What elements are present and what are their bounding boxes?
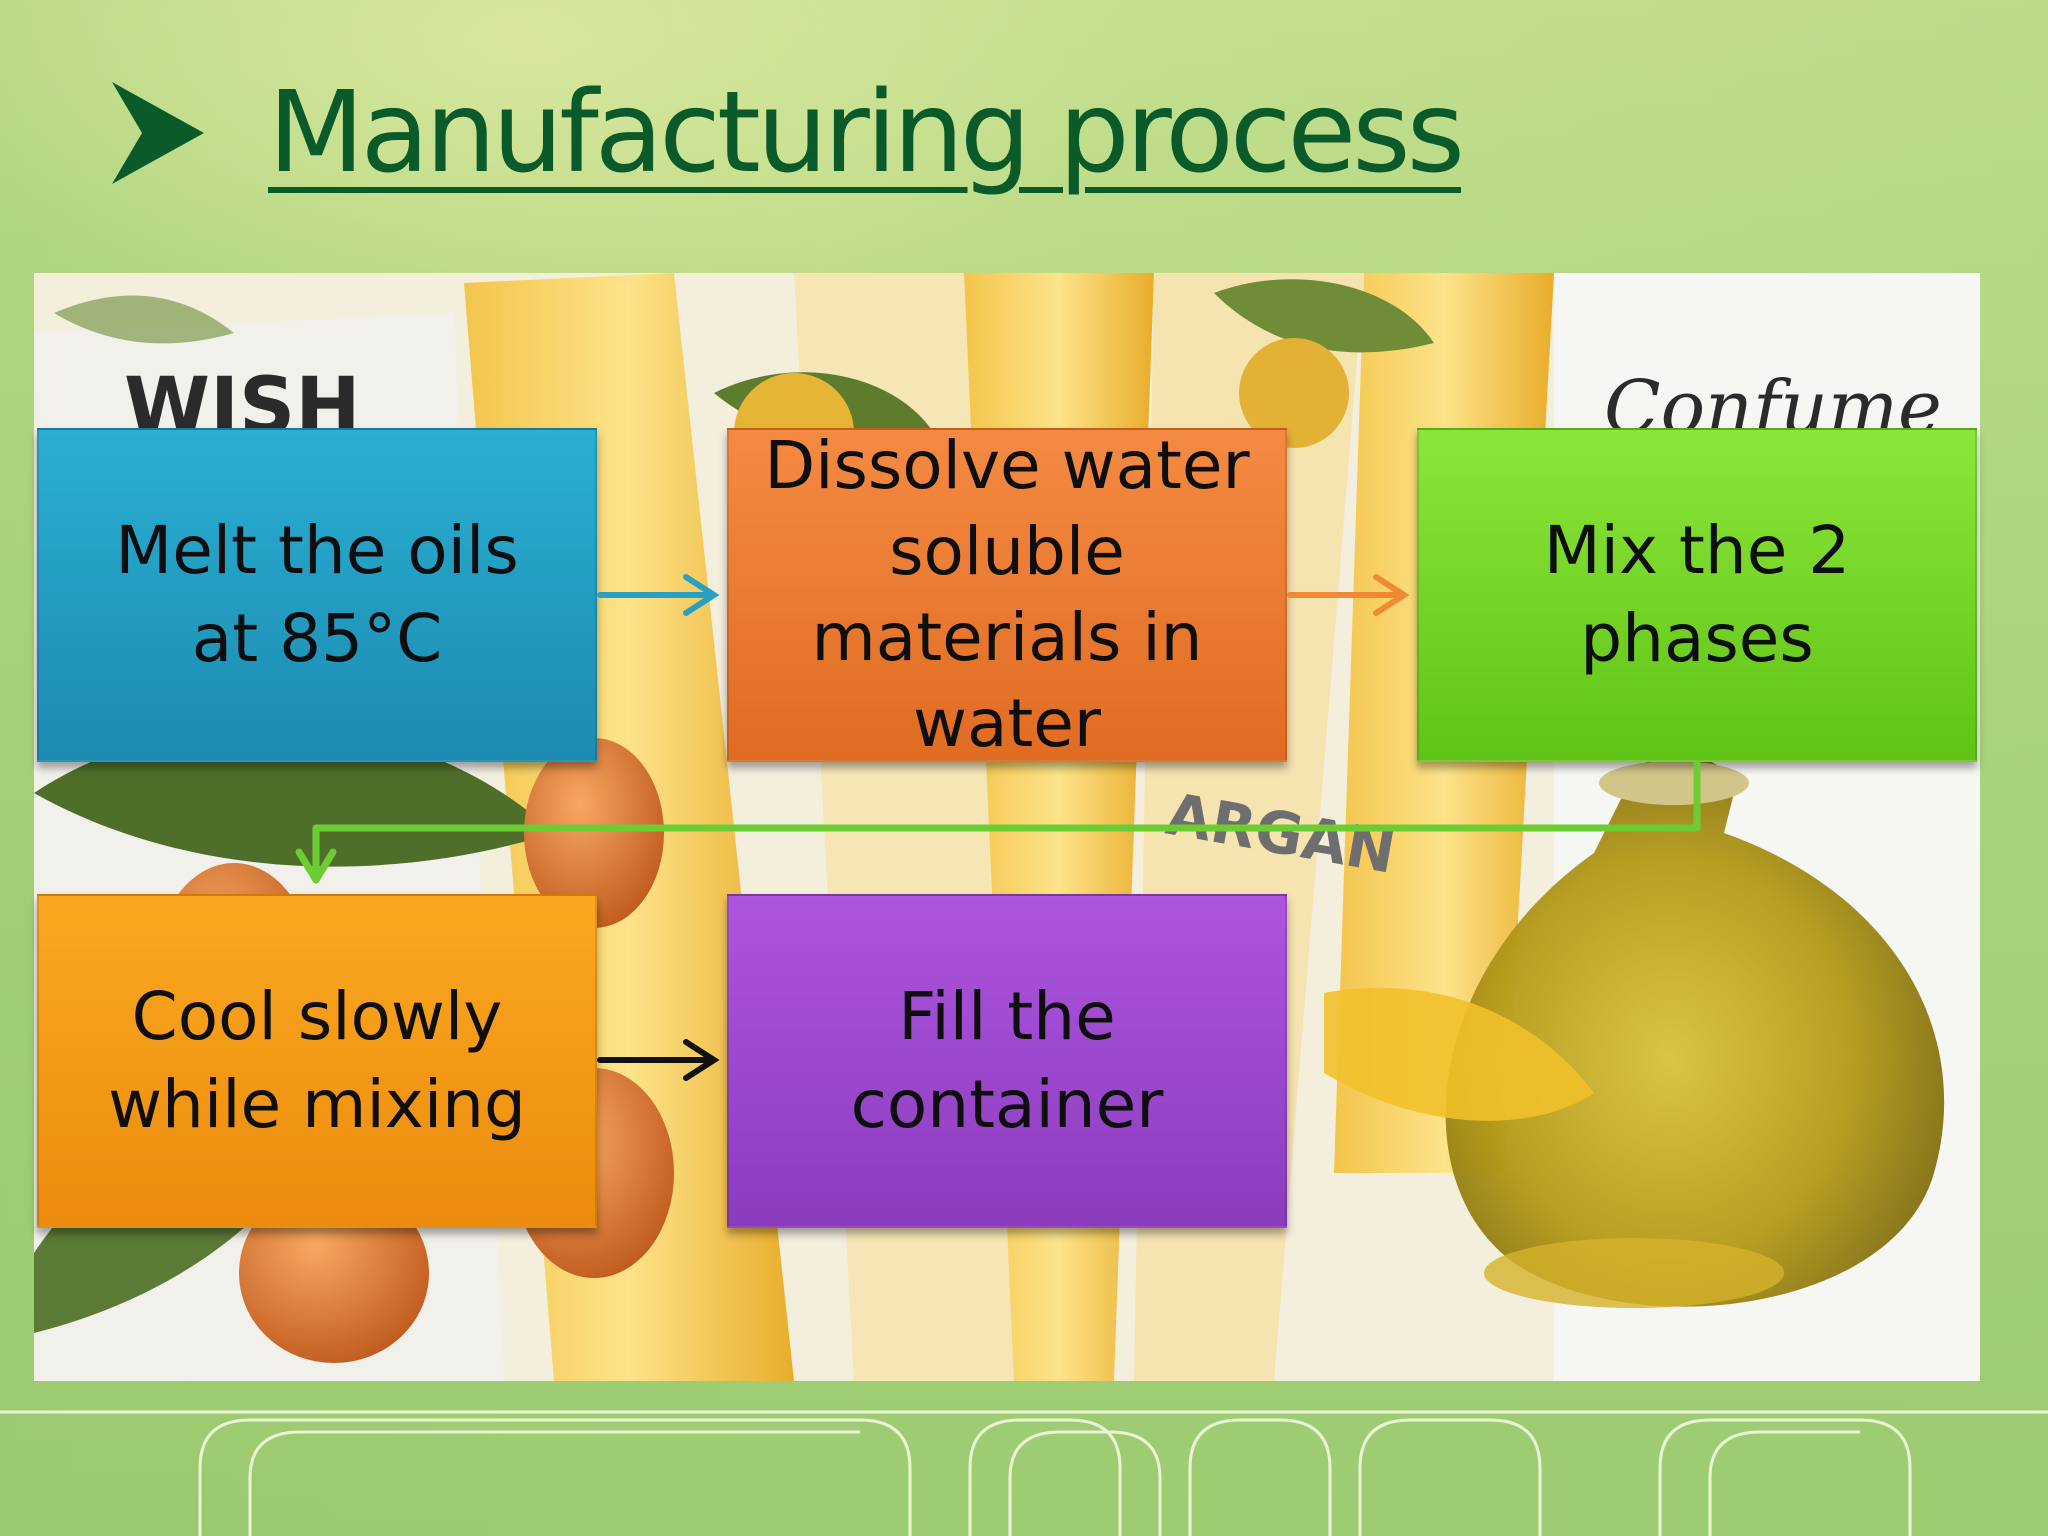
step-dissolve-water-soluble: Dissolve water soluble materials in wate… xyxy=(727,427,1287,762)
footer-decoration xyxy=(0,1410,2048,1536)
step-fill-container: Fill the container xyxy=(727,894,1287,1228)
slide-title: Manufacturing process xyxy=(268,68,1465,198)
title-row: Manufacturing process xyxy=(110,58,1465,208)
step-melt-oils: Melt the oils at 85°C xyxy=(37,428,597,762)
arrowhead-bullet-icon xyxy=(112,82,204,184)
step-cool-while-mixing: Cool slowly while mixing xyxy=(37,894,597,1228)
step-mix-phases: Mix the 2 phases xyxy=(1417,428,1977,762)
